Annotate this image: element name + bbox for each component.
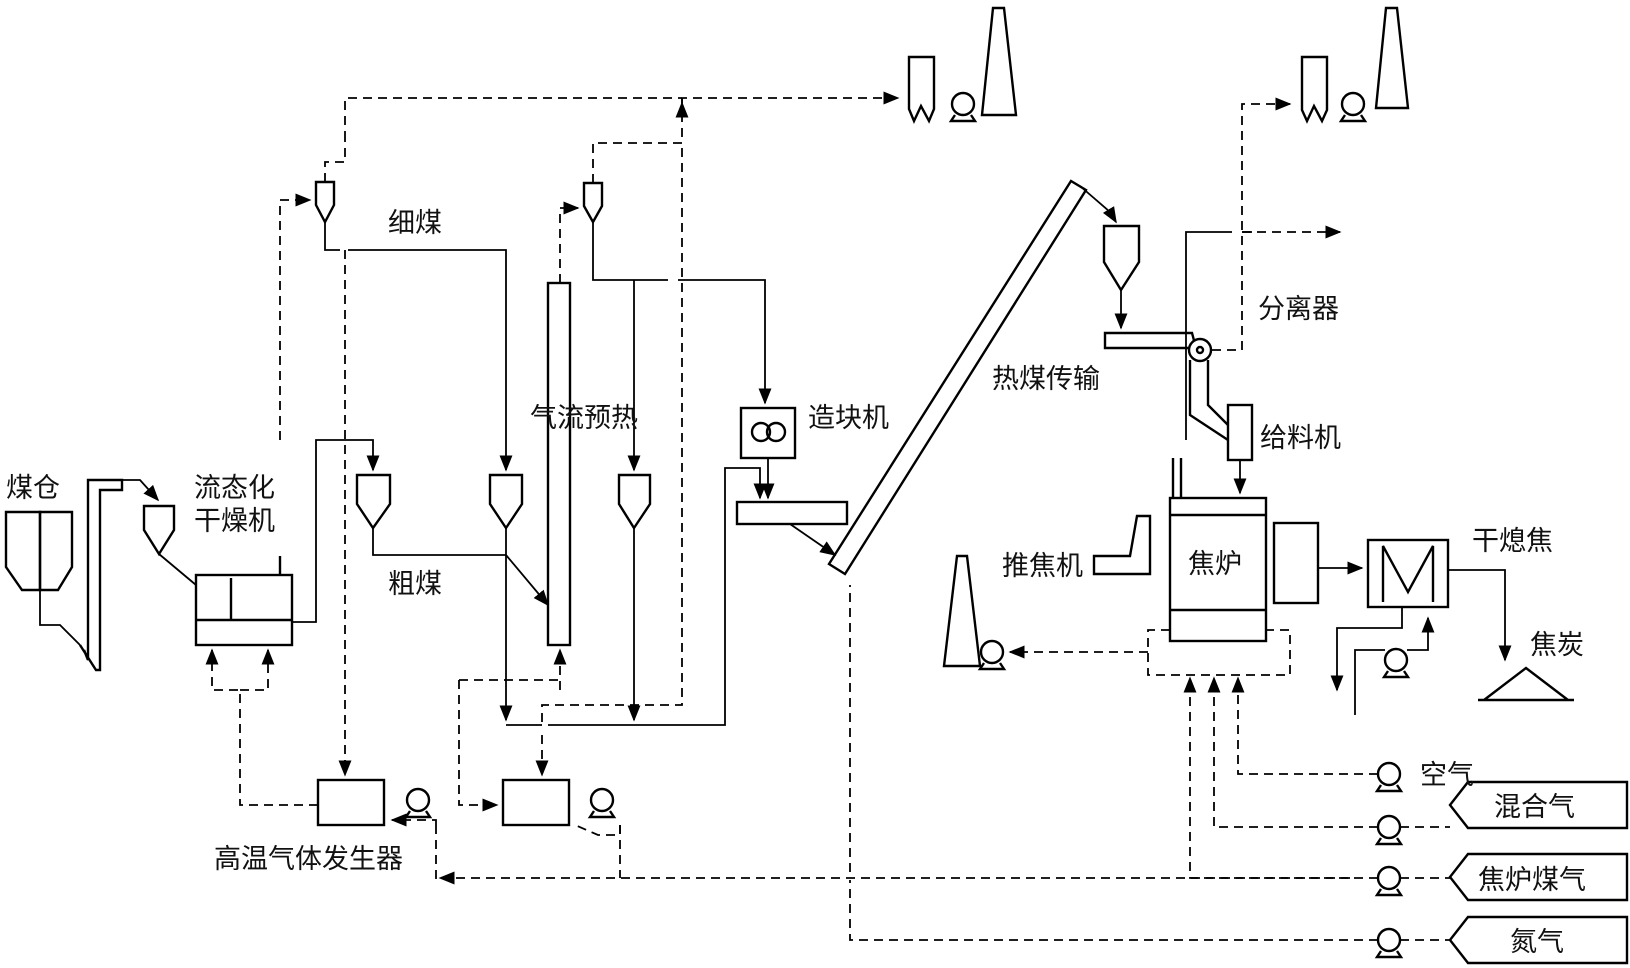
- label-coke-oven: 焦炉: [1188, 549, 1242, 580]
- label-coke-oven-gas: 焦炉煤气: [1478, 865, 1586, 896]
- airflow-preheat-column-icon: [546, 281, 572, 647]
- top-hopper-icon: [1102, 224, 1141, 293]
- label-airflow-preheat: 气流预热: [530, 403, 638, 434]
- hot-coal-conveyor-icon: [827, 179, 1088, 576]
- briquetting-conveyor-icon: [735, 500, 849, 526]
- bucket-elevator-icon: [78, 478, 124, 672]
- label-coarse-coal: 粗煤: [388, 569, 442, 600]
- chimney-1-icon: [980, 6, 1018, 117]
- hot-gas-generator-2-icon: [501, 778, 571, 827]
- feeder-icon: [1226, 403, 1254, 462]
- label-coke: 焦炭: [1530, 630, 1584, 661]
- cyclone-1-icon: [314, 180, 336, 225]
- label-briquetting-machine: 造块机: [808, 403, 889, 434]
- label-mixed-gas: 混合气: [1494, 792, 1575, 823]
- preheat-hopper-icon: [617, 473, 652, 531]
- fan-icon: [403, 91, 1411, 959]
- dust-collector-2-icon: [1300, 55, 1329, 124]
- nitrogen-source-icon: [1448, 915, 1629, 965]
- briquetting-machine-icon: [739, 406, 797, 460]
- dryer-feed-hopper-icon: [142, 504, 176, 557]
- separator-icon: [1103, 331, 1229, 442]
- fluidized-dryer-icon: [194, 556, 294, 647]
- fine-coal-hopper-icon: [488, 473, 524, 531]
- coke-pusher-icon: [1092, 514, 1152, 576]
- coarse-coal-hopper-icon: [355, 473, 392, 531]
- label-hot-coal-transport: 热煤传输: [992, 364, 1100, 395]
- label-cdq: 干熄焦: [1472, 526, 1553, 557]
- coke-pile-icon: [1478, 666, 1574, 702]
- solid-flow-lines: [39, 185, 1512, 726]
- label-fine-coal: 细煤: [388, 208, 442, 239]
- label-coke-pusher: 推焦机: [1002, 551, 1083, 582]
- dashed-gas-lines: [205, 91, 1450, 941]
- coke-guide-car-icon: [1272, 521, 1320, 605]
- dust-collector-1-icon: [907, 55, 936, 124]
- coke-oven-icon: [1168, 458, 1268, 643]
- label-feeder: 给料机: [1260, 423, 1341, 454]
- label-fluidized-dryer-2: 干燥机: [194, 506, 275, 537]
- mixed-gas-source-icon: [1448, 780, 1629, 830]
- chimney-3-icon: [942, 554, 982, 668]
- cyclone-2-icon: [582, 181, 604, 225]
- chimney-2-icon: [1374, 6, 1410, 110]
- label-nitrogen: 氮气: [1510, 927, 1564, 958]
- hot-gas-generator-1-icon: [316, 778, 386, 827]
- label-air: 空气: [1420, 760, 1474, 791]
- label-fluidized-dryer-1: 流态化: [194, 473, 275, 504]
- coal-bin-icon: [4, 510, 74, 592]
- label-separator: 分离器: [1258, 294, 1339, 325]
- cdq-icon: [1366, 538, 1450, 609]
- label-coal-bin: 煤仓: [6, 473, 60, 504]
- label-hot-gas-generator: 高温气体发生器: [214, 844, 403, 875]
- coke-oven-gas-source-icon: [1448, 852, 1629, 902]
